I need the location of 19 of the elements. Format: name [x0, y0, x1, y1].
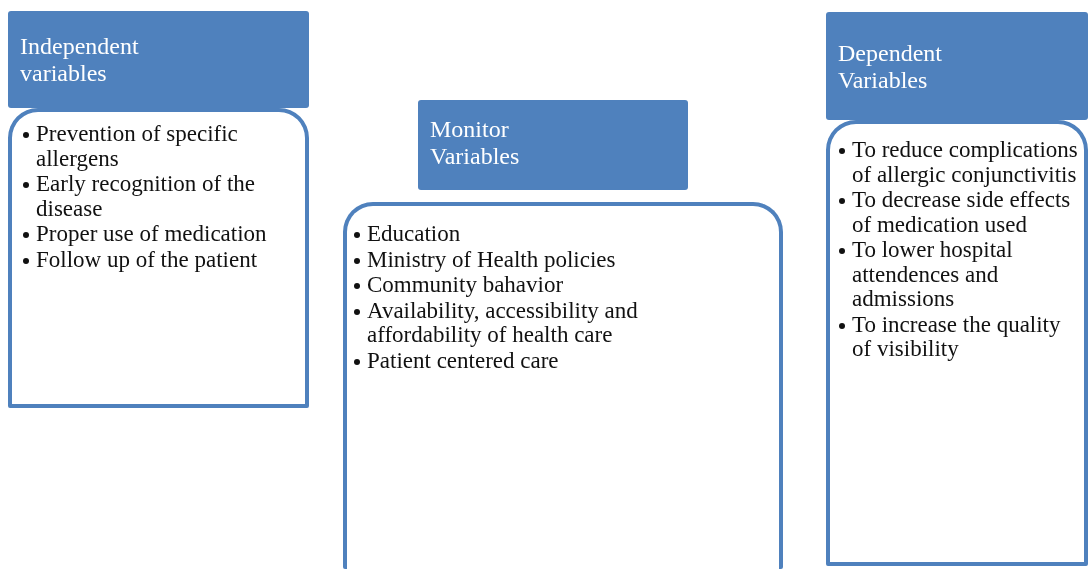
list-panel [826, 120, 1088, 566]
bullet-item: Availability, accessibility and affordability of health care [353, 298, 749, 348]
bullet-item: Early recognition of the disease [22, 172, 285, 221]
header-box: Dependent Variables [826, 12, 1088, 120]
bullet-item: To reduce complications of allergic conjunctivitis [838, 138, 1078, 187]
bullet-item: To lower hospital attendences and admissions [838, 238, 1078, 312]
header-box: Independent variables [8, 11, 309, 108]
list-panel [343, 202, 783, 569]
header-box: Monitor Variables [418, 100, 688, 190]
bullet-item: Follow up of the patient [22, 247, 285, 272]
list-panel [8, 108, 309, 408]
bullet-item: Education [353, 222, 749, 247]
bullet-item: Community bahavior [353, 273, 749, 298]
bullet-item: Ministry of Health policies [353, 247, 749, 272]
bullet-item: To increase the quality of visibility [838, 312, 1078, 362]
bullet-item: Patient centered care [353, 348, 749, 373]
bullet-item: To decrease side effects of medication used [838, 188, 1078, 237]
bullet-item: Prevention of specific allergens [22, 122, 285, 171]
bullet-item: Proper use of medication [22, 222, 285, 247]
